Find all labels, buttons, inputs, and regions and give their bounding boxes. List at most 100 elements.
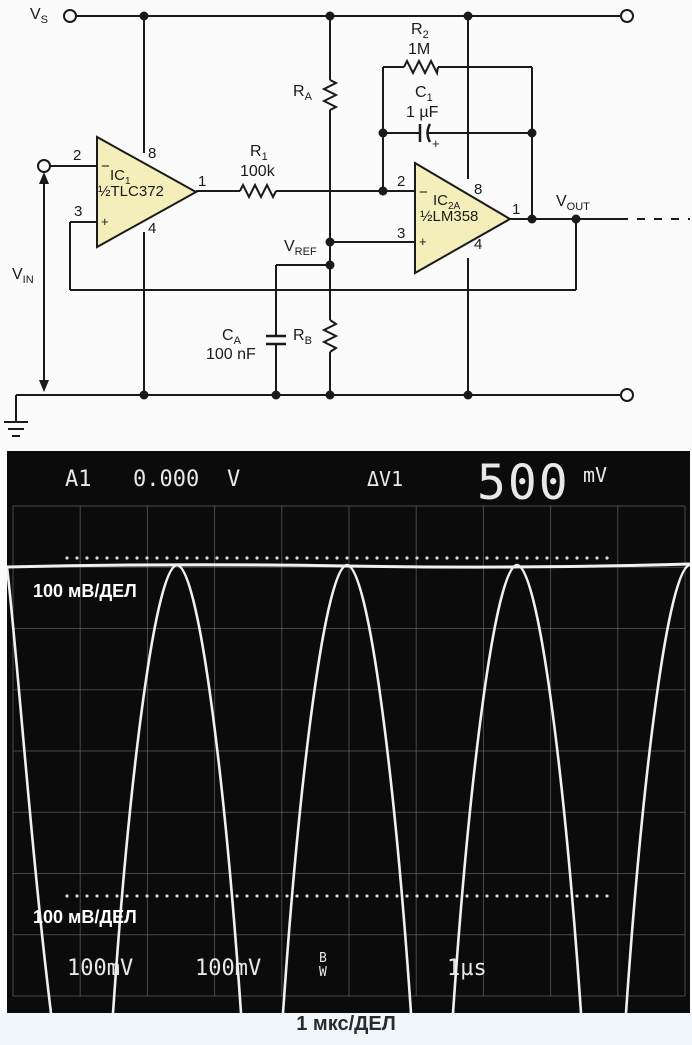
junction-dots	[139, 11, 581, 400]
ref-dot-bottom	[425, 894, 429, 898]
time-division-caption: 1 мкс/ДЕЛ	[296, 1013, 396, 1035]
ic1-pin-inv: 2	[73, 147, 81, 164]
opamp-ic2	[414, 161, 512, 275]
time-scale: 1µs	[447, 956, 487, 981]
ref-dot-bottom	[465, 894, 469, 898]
capacitor-c1	[418, 123, 432, 143]
ref-dot-top	[195, 556, 199, 560]
resistor-r1	[239, 182, 277, 200]
ref-dot-top	[405, 556, 409, 560]
ref-dot-bottom	[75, 894, 79, 898]
ref-dot-top	[235, 556, 239, 560]
ref-dot-bottom	[525, 894, 529, 898]
caption-area: 1 мкс/ДЕЛ	[0, 1013, 692, 1045]
ref-dot-top	[175, 556, 179, 560]
resistor-ra	[321, 79, 339, 111]
ref-dot-bottom	[515, 894, 519, 898]
wires	[15, 15, 620, 422]
ref-dot-top	[375, 556, 379, 560]
channel-label: A1	[65, 467, 92, 492]
ref-dot-bottom	[285, 894, 289, 898]
opamp-ic1	[96, 135, 199, 249]
ref-dot-top	[355, 556, 359, 560]
ic1-part: ½TLC372	[98, 183, 164, 200]
ref-dot-top	[75, 556, 79, 560]
r2-label: R2	[411, 21, 429, 41]
ref-dot-top	[315, 556, 319, 560]
ref-dot-top	[495, 556, 499, 560]
bottom-scale-overlay: 100 мВ/ДЕЛ	[33, 907, 137, 927]
ic1-minus: −	[101, 158, 110, 175]
circuit-schematic: VS VIN VOUT VREF RA RB R1 100k R2 1M C1 …	[0, 0, 692, 448]
ref-dot-top	[475, 556, 479, 560]
ref-dot-top	[245, 556, 249, 560]
ref-dot-top	[595, 556, 599, 560]
ref-dot-bottom	[135, 894, 139, 898]
ref-dot-top	[585, 556, 589, 560]
ref-dot-bottom	[95, 894, 99, 898]
pulse-trace	[451, 563, 583, 1013]
ref-dot-bottom	[595, 894, 599, 898]
c1-plus: +	[432, 136, 440, 151]
ref-dot-top	[155, 556, 159, 560]
r1-value: 100k	[240, 163, 276, 180]
rb-label: RB	[293, 327, 312, 347]
ref-dot-bottom	[185, 894, 189, 898]
ref-dot-top	[555, 556, 559, 560]
ref-dot-bottom	[375, 894, 379, 898]
reference-dots	[65, 556, 609, 898]
ref-dot-bottom	[335, 894, 339, 898]
ic1-pin-vcc: 8	[148, 145, 156, 162]
offset-voltage: 0.000	[133, 467, 200, 492]
r2-value: 1M	[408, 41, 430, 58]
ref-dot-top	[345, 556, 349, 560]
ref-dot-top	[465, 556, 469, 560]
ref-dot-bottom	[475, 894, 479, 898]
waveform-traces	[7, 562, 690, 1013]
ch2-scale: 100mV	[195, 956, 262, 981]
ref-dot-top	[225, 556, 229, 560]
ic2-name: IC2A	[433, 192, 461, 212]
ref-dot-top	[435, 556, 439, 560]
ref-dot-top	[505, 556, 509, 560]
ref-dot-top	[145, 556, 149, 560]
ic2-pin-out: 1	[512, 201, 520, 218]
pulse-trace	[281, 563, 413, 1013]
ic1-plus: +	[101, 214, 109, 229]
ref-dot-bottom	[435, 894, 439, 898]
ref-dot-bottom	[575, 894, 579, 898]
offset-unit: V	[227, 467, 241, 492]
ref-dot-top	[275, 556, 279, 560]
ref-dot-bottom	[545, 894, 549, 898]
ref-dot-top	[575, 556, 579, 560]
vs-terminal-left	[63, 9, 77, 23]
ic1-name: IC1	[110, 167, 131, 187]
ref-dot-top	[535, 556, 539, 560]
ref-dot-bottom	[565, 894, 569, 898]
ca-value: 100 nF	[206, 346, 256, 363]
delta-label: ΔV1	[367, 467, 404, 491]
ref-dot-bottom	[405, 894, 409, 898]
ref-dot-bottom	[155, 894, 159, 898]
ref-dot-top	[385, 556, 389, 560]
ref-dot-bottom	[235, 894, 239, 898]
ref-dot-top	[565, 556, 569, 560]
ref-dot-bottom	[145, 894, 149, 898]
ref-dot-bottom	[105, 894, 109, 898]
ref-dot-top	[115, 556, 119, 560]
ref-dot-bottom	[485, 894, 489, 898]
vout-label: VOUT	[556, 193, 590, 213]
ref-dot-bottom	[215, 894, 219, 898]
bw-limit-bottom: W	[319, 965, 327, 980]
ref-dot-top	[285, 556, 289, 560]
ref-dot-bottom	[445, 894, 449, 898]
vin-arrow	[39, 172, 49, 392]
ref-dot-bottom	[65, 894, 69, 898]
vref-label: VREF	[284, 238, 317, 258]
ref-dot-bottom	[115, 894, 119, 898]
ref-dot-top	[515, 556, 519, 560]
ref-dot-bottom	[275, 894, 279, 898]
pulse-trace	[624, 563, 690, 1013]
ref-dot-top	[85, 556, 89, 560]
ic2-minus: −	[419, 184, 428, 201]
